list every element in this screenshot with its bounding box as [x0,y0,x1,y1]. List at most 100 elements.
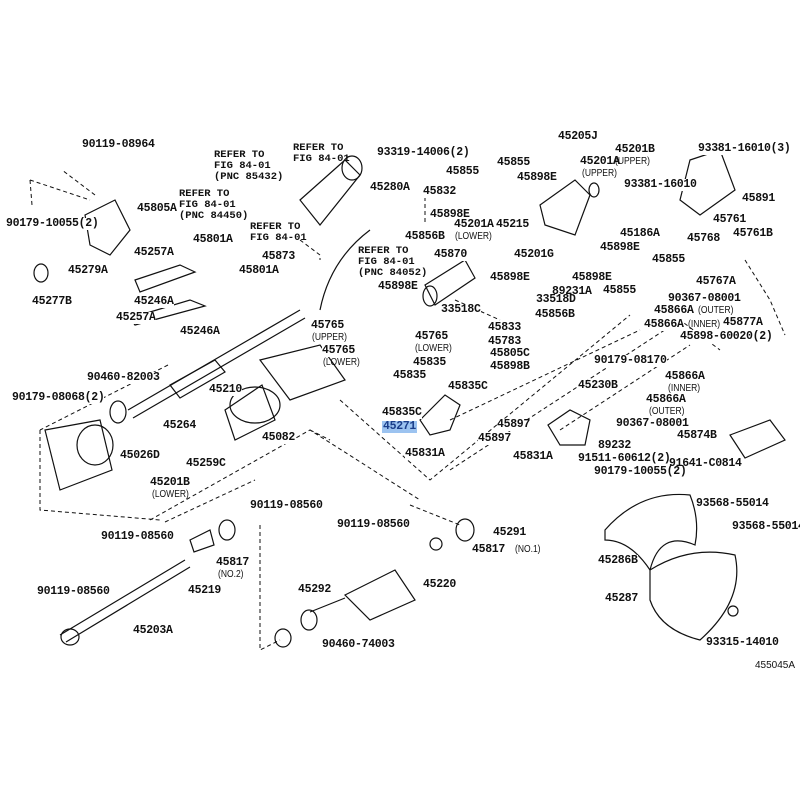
part-label[interactable]: 45835C [382,406,422,419]
part-label[interactable]: 45856B [535,308,575,321]
part-label[interactable]: 45874B [677,429,717,442]
refer-to-note[interactable]: REFER TO FIG 84-01 (PNC 84052) [358,245,428,279]
part-label[interactable]: 45870 [434,248,468,261]
part-label[interactable]: 45866A [654,304,694,317]
part-label[interactable]: 45866A [646,393,686,406]
part-label[interactable]: 45801A [239,264,279,277]
part-label[interactable]: 93568-55014 [696,497,769,510]
refer-to-note[interactable]: REFER TO FIG 84-01 [250,221,307,244]
part-label[interactable]: 90179-10055(2) [6,217,99,230]
part-label[interactable]: 45765 [311,319,345,332]
part-label[interactable]: 90179-08068(2) [12,391,105,404]
part-label[interactable]: 45259C [186,457,226,470]
part-label[interactable]: 45205J [558,130,598,143]
part-label[interactable]: 45817 [216,556,250,569]
part-label[interactable]: 45201B [150,476,190,489]
part-label[interactable]: 45246A [180,325,220,338]
part-label[interactable]: 45898E [600,241,640,254]
part-label[interactable]: 89232 [598,439,632,452]
part-label-selected[interactable]: 45271 [382,420,418,433]
part-label[interactable]: 45835C [448,380,488,393]
part-label[interactable]: 45866A [644,318,684,331]
part-label[interactable]: 45873 [262,250,296,263]
part-label[interactable]: 90119-08560 [337,518,410,531]
part-label[interactable]: 45277B [32,295,72,308]
refer-to-note[interactable]: REFER TO FIG 84-01 (PNC 85432) [214,149,284,183]
part-label[interactable]: 45856B [405,230,445,243]
part-label[interactable]: 90179-08170 [594,354,667,367]
part-label[interactable]: 33518D [536,293,576,306]
part-label[interactable]: 45898E [517,171,557,184]
part-label[interactable]: 45855 [446,165,480,178]
part-label[interactable]: 45855 [603,284,637,297]
part-label[interactable]: 90119-08560 [250,499,323,512]
part-label[interactable]: 90367-08001 [616,417,689,430]
part-label[interactable]: 45898E [378,280,418,293]
part-label[interactable]: 45832 [423,185,457,198]
part-label[interactable]: 45866A [665,370,705,383]
part-label[interactable]: 45891 [742,192,776,205]
part-label[interactable]: 45279A [68,264,108,277]
part-label[interactable]: 45898-60020(2) [680,330,773,343]
part-label[interactable]: 33518C [441,303,481,316]
part-label[interactable]: 45898B [490,360,530,373]
part-label[interactable]: 45082 [262,431,296,444]
part-label[interactable]: 45186A [620,227,660,240]
part-label[interactable]: 45765 [322,344,356,357]
part-label[interactable]: 45898E [490,271,530,284]
part-label[interactable]: 45246A [134,295,174,308]
part-label[interactable]: 45817 [472,543,506,556]
part-label[interactable]: 45215 [496,218,530,231]
part-label[interactable]: 45805A [137,202,177,215]
part-label[interactable]: 45286B [598,554,638,567]
part-label[interactable]: 93381-16010(3) [698,142,791,155]
part-label[interactable]: 45257A [134,246,174,259]
part-label[interactable]: 45201B [615,143,655,156]
part-label[interactable]: 93319-14006(2) [377,146,470,159]
part-label[interactable]: 93315-14010 [706,636,779,649]
part-label[interactable]: 90119-08964 [82,138,155,151]
part-label[interactable]: 45201G [514,248,554,261]
part-label[interactable]: 91511-60612(2) [578,452,671,465]
part-label[interactable]: 45230B [578,379,618,392]
refer-to-note[interactable]: REFER TO FIG 84-01 [293,142,350,165]
part-label[interactable]: 93568-55014 [732,521,800,533]
part-label[interactable]: 90119-08560 [101,530,174,543]
part-label[interactable]: 45203A [133,624,173,637]
part-label[interactable]: 45257A [116,311,156,324]
part-label[interactable]: 45831A [405,447,445,460]
part-label[interactable]: 93381-16010 [624,178,697,191]
part-label[interactable]: 90460-74003 [322,638,395,651]
part-label[interactable]: 45833 [488,321,522,334]
part-label[interactable]: 90179-10055(2) [594,465,687,478]
part-label[interactable]: 45201A [454,218,494,231]
part-label[interactable]: 45210 [209,383,243,396]
part-label[interactable]: 45835 [413,356,447,369]
part-label[interactable]: 91641-C0814 [669,457,742,470]
part-label[interactable]: 45898E [572,271,612,284]
part-label[interactable]: 45761B [733,227,773,240]
part-label[interactable]: 45855 [652,253,686,266]
part-label[interactable]: 90460-82003 [87,371,160,384]
part-label[interactable]: 45897 [497,418,531,431]
part-label[interactable]: 90367-08001 [668,292,741,305]
part-label[interactable]: 45898E [430,208,470,221]
part-label[interactable]: 45783 [488,335,522,348]
part-label[interactable]: 45831A [513,450,553,463]
part-label[interactable]: 45220 [423,578,457,591]
part-label[interactable]: 45877A [723,316,763,329]
part-label[interactable]: 45768 [687,232,721,245]
part-label[interactable]: 45765 [415,330,449,343]
part-label[interactable]: 45801A [193,233,233,246]
part-label[interactable]: 45291 [493,526,527,539]
part-label[interactable]: 45897 [478,432,512,445]
part-label[interactable]: 45201A [580,155,620,168]
part-label[interactable]: 45761 [713,213,747,226]
part-label[interactable]: 45264 [163,419,197,432]
part-label[interactable]: 45219 [188,584,222,597]
part-label[interactable]: 45287 [605,592,639,605]
part-label[interactable]: 45280A [370,181,410,194]
refer-to-note[interactable]: REFER TO FIG 84-01 (PNC 84450) [179,188,249,222]
part-label[interactable]: 45292 [298,583,332,596]
part-label[interactable]: 45855 [497,156,531,169]
